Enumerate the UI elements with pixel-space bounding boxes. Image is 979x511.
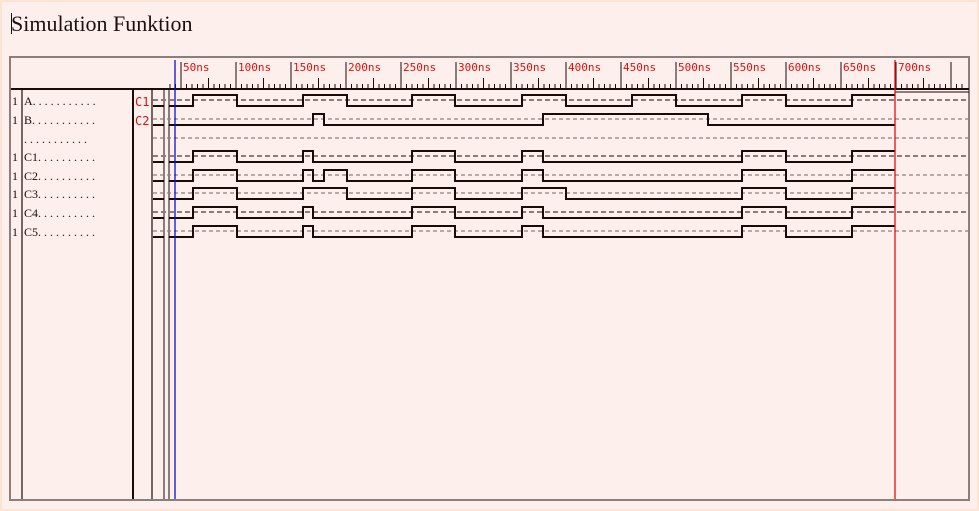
ruler-label: 350ns	[513, 61, 546, 74]
signal-tag: C2	[135, 114, 149, 128]
signal-value: 1	[12, 169, 18, 183]
ruler-label: 100ns	[238, 61, 271, 74]
waveform-c1[interactable]	[169, 150, 895, 163]
signal-value: 1	[12, 187, 18, 201]
signal-value: 1	[12, 113, 18, 127]
ruler-label: 550ns	[733, 61, 766, 74]
ruler-label: 200ns	[348, 61, 381, 74]
ruler-label: 500ns	[678, 61, 711, 74]
waveform-b[interactable]	[169, 113, 895, 126]
ruler-label: 300ns	[458, 61, 491, 74]
signal-name-b[interactable]: B. . . . . . . . . . .	[24, 113, 95, 127]
signal-name-c4[interactable]: C4. . . . . . . . . .	[24, 206, 95, 220]
ruler-label: 600ns	[788, 61, 821, 74]
ruler-label: 150ns	[293, 61, 326, 74]
waveform-c5[interactable]	[169, 225, 895, 238]
ruler-label: 450ns	[623, 61, 656, 74]
waveform-c3[interactable]	[169, 187, 895, 200]
signal-name-a[interactable]: A. . . . . . . . . . .	[24, 94, 96, 108]
ruler-label: 400ns	[568, 61, 601, 74]
signal-name-c5[interactable]: C5. . . . . . . . . .	[24, 225, 95, 239]
ruler-label: 250ns	[403, 61, 436, 74]
signal-value: 1	[12, 94, 18, 108]
text-caret	[11, 13, 12, 34]
waveform-c2[interactable]	[169, 169, 895, 182]
waveform-a[interactable]	[169, 94, 895, 107]
document-title[interactable]: Simulation Funktion	[11, 11, 193, 36]
ruler-label: 50ns	[183, 61, 210, 74]
signal-name-blank[interactable]: . . . . . . . . . . .	[24, 132, 87, 146]
ruler-label: 650ns	[843, 61, 876, 74]
signal-name-c2[interactable]: C2. . . . . . . . . .	[24, 169, 95, 183]
signal-name-c1[interactable]: C1. . . . . . . . . .	[24, 150, 95, 164]
signal-value: 1	[12, 225, 18, 239]
ruler-label: 700ns	[898, 61, 931, 74]
signal-name-c3[interactable]: C3. . . . . . . . . .	[24, 187, 95, 201]
signal-value: 1	[12, 150, 18, 164]
waveform-c4[interactable]	[169, 206, 895, 219]
signal-value: 1	[12, 206, 18, 220]
signal-tag: C1	[135, 95, 149, 109]
